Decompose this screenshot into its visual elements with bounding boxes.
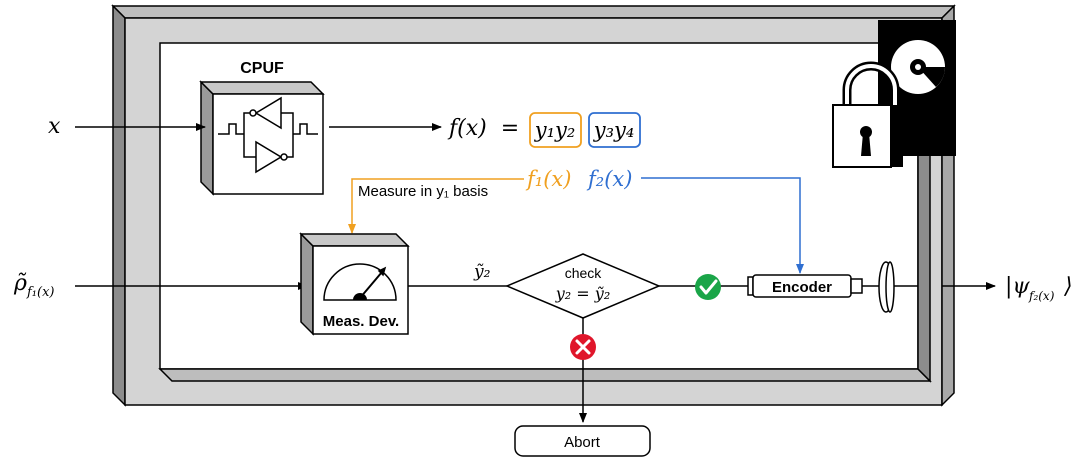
blue-control-line [641,177,804,274]
fx-expression: f(x) = [447,116,519,141]
svg-text:f₁(x): f₁(x) [26,285,55,300]
abort-box [514,425,651,457]
orange-control-line [348,178,524,234]
padlock-icon [832,61,903,168]
input-x-label: x [48,114,61,139]
fail-x-icon [570,334,596,360]
output-state-label: |ψ f₂(x) ⟩ [1005,274,1073,303]
measure-basis-label: Measure in y₁ basis [358,183,488,200]
response-y3y4: y₃y₄ [593,118,635,142]
y2-tilde-label: ỹ₂ [473,262,491,282]
input-rho-label: ρ̃ f₁(x) [13,271,55,300]
success-check-icon [695,274,721,300]
response-box-blue [588,112,641,148]
svg-text:f₂(x): f₂(x) [1028,289,1055,303]
cpuf-title: CPUF [240,60,284,77]
svg-text:⟩: ⟩ [1063,274,1073,299]
svg-text:|ψ: |ψ [1005,274,1030,299]
response-box-orange [529,112,582,148]
f2-label: f₂(x) [586,167,632,191]
measurement-device [299,232,410,336]
cpuf-block [199,80,325,196]
meter-gauge-icon [323,263,397,301]
svg-text:ρ̃: ρ̃ [13,271,27,296]
meas-dev-label: Meas. Dev. [323,313,399,330]
latch-circuit-icon [218,96,318,174]
device-frame [111,4,956,407]
abort-label: Abort [564,434,601,451]
encoder-block [747,274,863,298]
lens-icon [878,261,895,313]
f1-label: f₁(x) [525,167,571,191]
response-y1y2: y₁y₂ [534,118,576,142]
encoder-label: Encoder [772,279,832,296]
check-title: check [565,265,603,281]
check-expression: y₂ = ỹ₂ [555,284,610,303]
